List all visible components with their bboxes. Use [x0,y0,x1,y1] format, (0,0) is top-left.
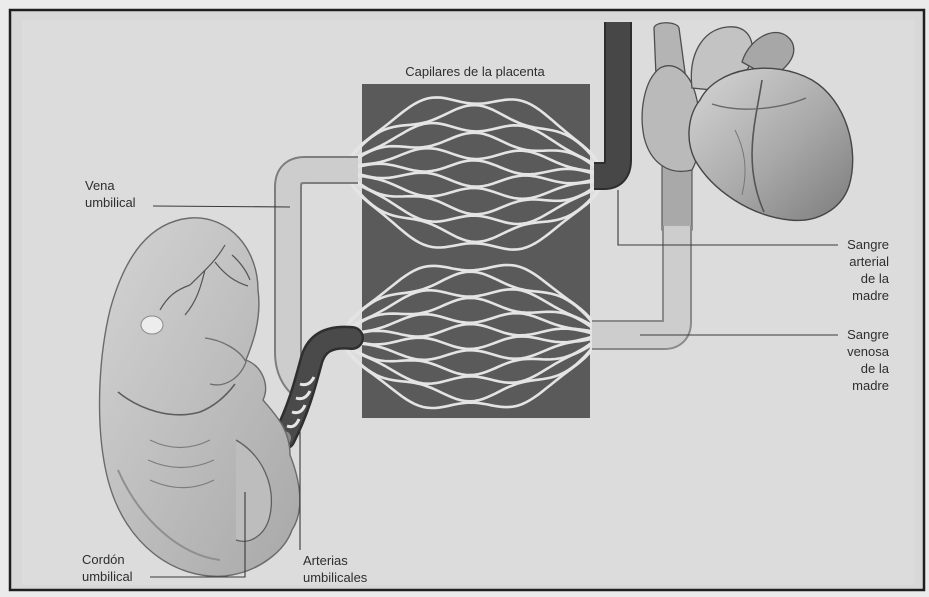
maternal-venous-blood-label-line-3: de la [861,361,890,376]
umbilical-vein-label-line-1: Vena [85,178,115,193]
maternal-arterial-blood-label-line-2: arterial [849,254,889,269]
maternal-venous-blood-label-line-4: madre [852,378,889,393]
fetus-ear [141,316,163,334]
placenta-capillaries-label: Capilares de la placenta [405,64,545,79]
placenta-block [362,84,590,418]
umbilical-cord-label-line-1: Cordón [82,552,125,567]
maternal-arterial-blood-label-line-1: Sangre [847,237,889,252]
maternal-arterial-blood-label-line-4: madre [852,288,889,303]
umbilical-cord-label-line-2: umbilical [82,569,133,584]
umbilical-arteries-label-line-1: Arterias [303,553,348,568]
maternal-venous-blood-label-line-2: venosa [847,344,890,359]
maternal-arterial-blood-label-line-3: de la [861,271,890,286]
umbilical-vein-label-line-2: umbilical [85,195,136,210]
umbilical-arteries-label-line-2: umbilicales [303,570,368,585]
maternal-venous-blood-label-line-1: Sangre [847,327,889,342]
